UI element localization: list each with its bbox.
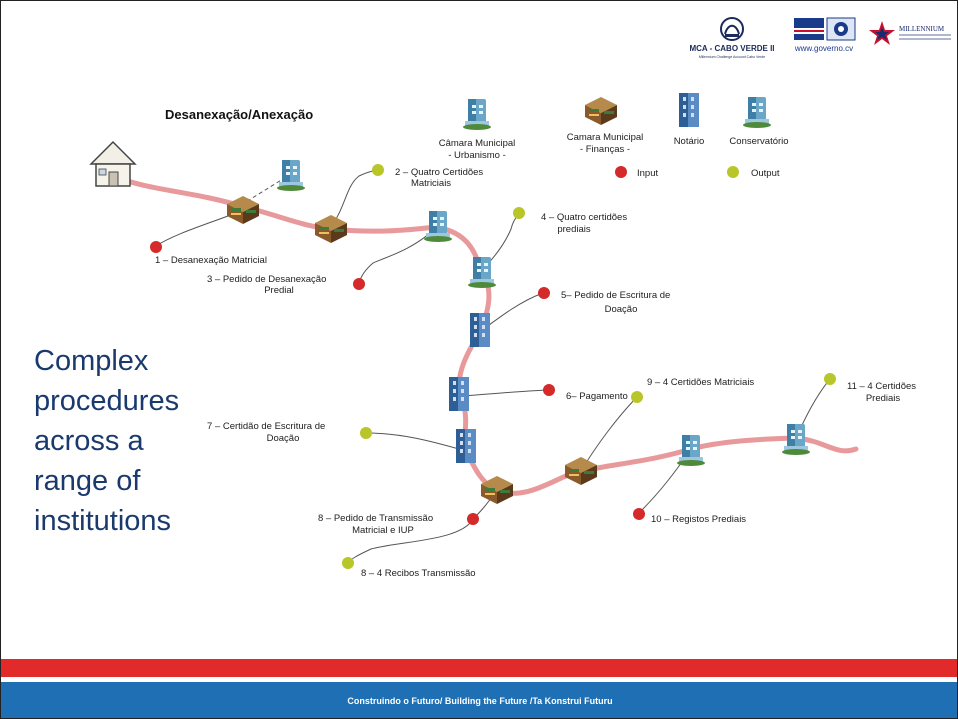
- financas-node-2-icon: [315, 215, 347, 243]
- step-3-label-line1: 3 – Pedido de Desanexação: [207, 274, 326, 285]
- step-11-label-line1: 11 – 4 Certidões: [847, 381, 916, 392]
- camara-financas-icon: [585, 97, 617, 125]
- footer-white-gap: [1, 677, 957, 682]
- step-2-label-line1: 2 – Quatro Certidões: [395, 167, 483, 178]
- conservatorio-node-2-icon: [468, 257, 496, 288]
- input-marker-6: [543, 384, 555, 396]
- input-marker-10: [633, 508, 645, 520]
- step-8-input-label-line2: Matricial e IUP: [352, 525, 414, 536]
- legend-output-marker: [727, 166, 739, 178]
- notario-icon: [679, 93, 699, 127]
- output-marker-2: [372, 164, 384, 176]
- step-11-label-line2: Prediais: [866, 393, 901, 404]
- header-logos: MCA - CABO VERDE II Millennium Challenge…: [689, 17, 951, 59]
- step-6-label: 6– Pagamento: [566, 391, 628, 402]
- step-labels: 1 – Desanexação Matricial 2 – Quatro Cer…: [155, 167, 916, 579]
- mca-logo-subtext: Millennium Challenge Account Cabo Verde: [699, 55, 765, 59]
- mca-logo: MCA - CABO VERDE II Millennium Challenge…: [689, 17, 775, 59]
- io-markers: [150, 164, 836, 569]
- gov-url: www.governo.cv: [794, 44, 853, 53]
- legend-camara-financas-line2: - Finanças -: [580, 144, 630, 155]
- output-marker-7: [360, 427, 372, 439]
- input-marker-3: [353, 278, 365, 290]
- tagline-line-5: institutions: [34, 505, 172, 537]
- footer-text: Construindo o Futuro/ Building the Futur…: [347, 696, 613, 706]
- millennium-challenge-logo: MILLENNIUM: [869, 21, 951, 45]
- tagline-line-3: across a: [34, 425, 144, 457]
- legend-input-marker: [615, 166, 627, 178]
- input-marker-1: [150, 241, 162, 253]
- step-1-label: 1 – Desanexação Matricial: [155, 255, 267, 266]
- connector-lines: [155, 169, 831, 564]
- diagram-title: Desanexação/Anexação: [165, 107, 313, 122]
- tagline-line-1: Complex: [34, 345, 149, 377]
- financas-node-4-icon: [565, 457, 597, 485]
- input-marker-8: [467, 513, 479, 525]
- tagline-line-4: range of: [34, 465, 141, 497]
- legend-conservatorio: Conservatório: [729, 136, 788, 147]
- legend-camara-financas-line1: Camara Municipal: [567, 132, 644, 143]
- notario-node-3-icon: [456, 429, 476, 463]
- step-8-input-label-line1: 8 – Pedido de Transmissão: [318, 513, 433, 524]
- start-house-icon: [90, 141, 136, 187]
- output-marker-4: [513, 207, 525, 219]
- legend-notario: Notário: [674, 136, 705, 147]
- step-7-label-line2: Doação: [267, 433, 300, 444]
- step-8-output-label: 8 – 4 Recibos Transmissão: [361, 568, 476, 579]
- urbanismo-node-icon: [277, 160, 305, 191]
- notario-node-2-icon: [449, 377, 469, 411]
- step-5-label-line2: Doação: [605, 304, 638, 315]
- step-4-label-line2: prediais: [557, 224, 591, 235]
- output-marker-11: [824, 373, 836, 385]
- footer-bar: Construindo o Futuro/ Building the Futur…: [1, 682, 957, 718]
- tagline-line-2: procedures: [34, 385, 180, 417]
- step-9-label: 9 – 4 Certidões Matriciais: [647, 377, 754, 388]
- legend-output-label: Output: [751, 168, 780, 179]
- legend-camara-urbanismo-line2: - Urbanismo -: [448, 150, 506, 161]
- mca-logo-text: MCA - CABO VERDE II: [689, 44, 774, 53]
- conservatorio-icon: [743, 97, 771, 128]
- step-5-label-line1: 5– Pedido de Escritura de: [561, 290, 670, 301]
- slide-tagline: Complex procedures across a range of ins…: [34, 341, 219, 541]
- notario-node-1-icon: [470, 313, 490, 347]
- footer-red-stripe: [1, 659, 957, 677]
- step-2-label-line2: Matriciais: [411, 178, 451, 189]
- input-marker-5: [538, 287, 550, 299]
- step-7-label-line1: 7 – Certidão de Escritura de: [207, 421, 325, 432]
- financas-node-1-icon: [227, 196, 259, 224]
- step-10-label: 10 – Registos Prediais: [651, 514, 746, 525]
- millennium-logo-text: MILLENNIUM: [899, 25, 945, 33]
- legend-camara-urbanismo-line1: Câmara Municipal: [439, 138, 516, 149]
- step-4-label-line1: 4 – Quatro certidões: [541, 212, 627, 223]
- output-marker-8: [342, 557, 354, 569]
- legend-labels: Câmara Municipal - Urbanismo - Camara Mu…: [439, 132, 789, 179]
- legend-input-label: Input: [637, 168, 658, 179]
- cabo-verde-flag-logo: www.governo.cv: [794, 17, 856, 53]
- step-3-label-line2: Predial: [264, 285, 294, 296]
- camara-urbanismo-icon: [463, 99, 491, 130]
- legend-icons: [463, 93, 771, 130]
- output-marker-9: [631, 391, 643, 403]
